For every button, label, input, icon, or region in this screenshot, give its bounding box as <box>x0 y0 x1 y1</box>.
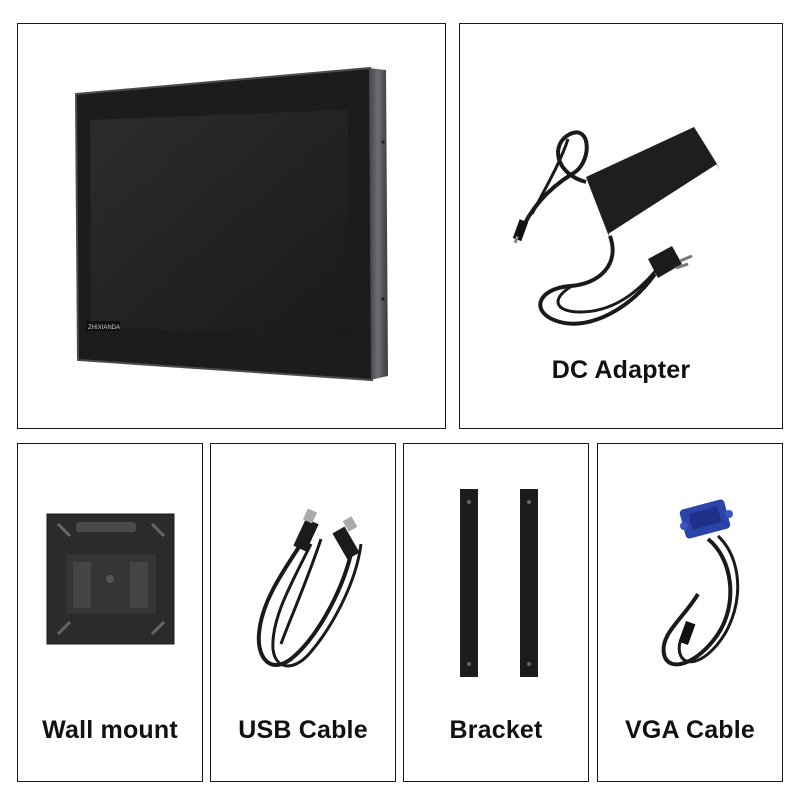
bracket-image <box>460 489 538 677</box>
dc-adapter-label: DC Adapter <box>551 356 691 384</box>
usb-cable-panel: USB Cable <box>210 443 396 782</box>
usb-cable-label: USB Cable <box>238 716 368 744</box>
vga-cable-image <box>661 499 740 667</box>
monitor-image: ZHIXIANDA <box>74 66 388 382</box>
bracket-label: Bracket <box>449 716 543 744</box>
dc-adapter-panel: DC Adapter <box>459 23 783 429</box>
bracket-panel: Bracket <box>403 443 589 782</box>
monitor-panel: ZHIXIANDA <box>17 23 446 429</box>
vga-cable-label: VGA Cable <box>624 716 756 744</box>
vga-cable-panel: VGA Cable <box>597 443 783 782</box>
monitor-brand-text: ZHIXIANDA <box>88 325 120 331</box>
usb-cable-image <box>256 508 363 668</box>
wall-mount-image <box>46 513 175 645</box>
wall-mount-label: Wall mount <box>42 716 178 744</box>
wall-mount-panel: Wall mount <box>17 443 203 782</box>
dc-adapter-image <box>512 127 720 326</box>
